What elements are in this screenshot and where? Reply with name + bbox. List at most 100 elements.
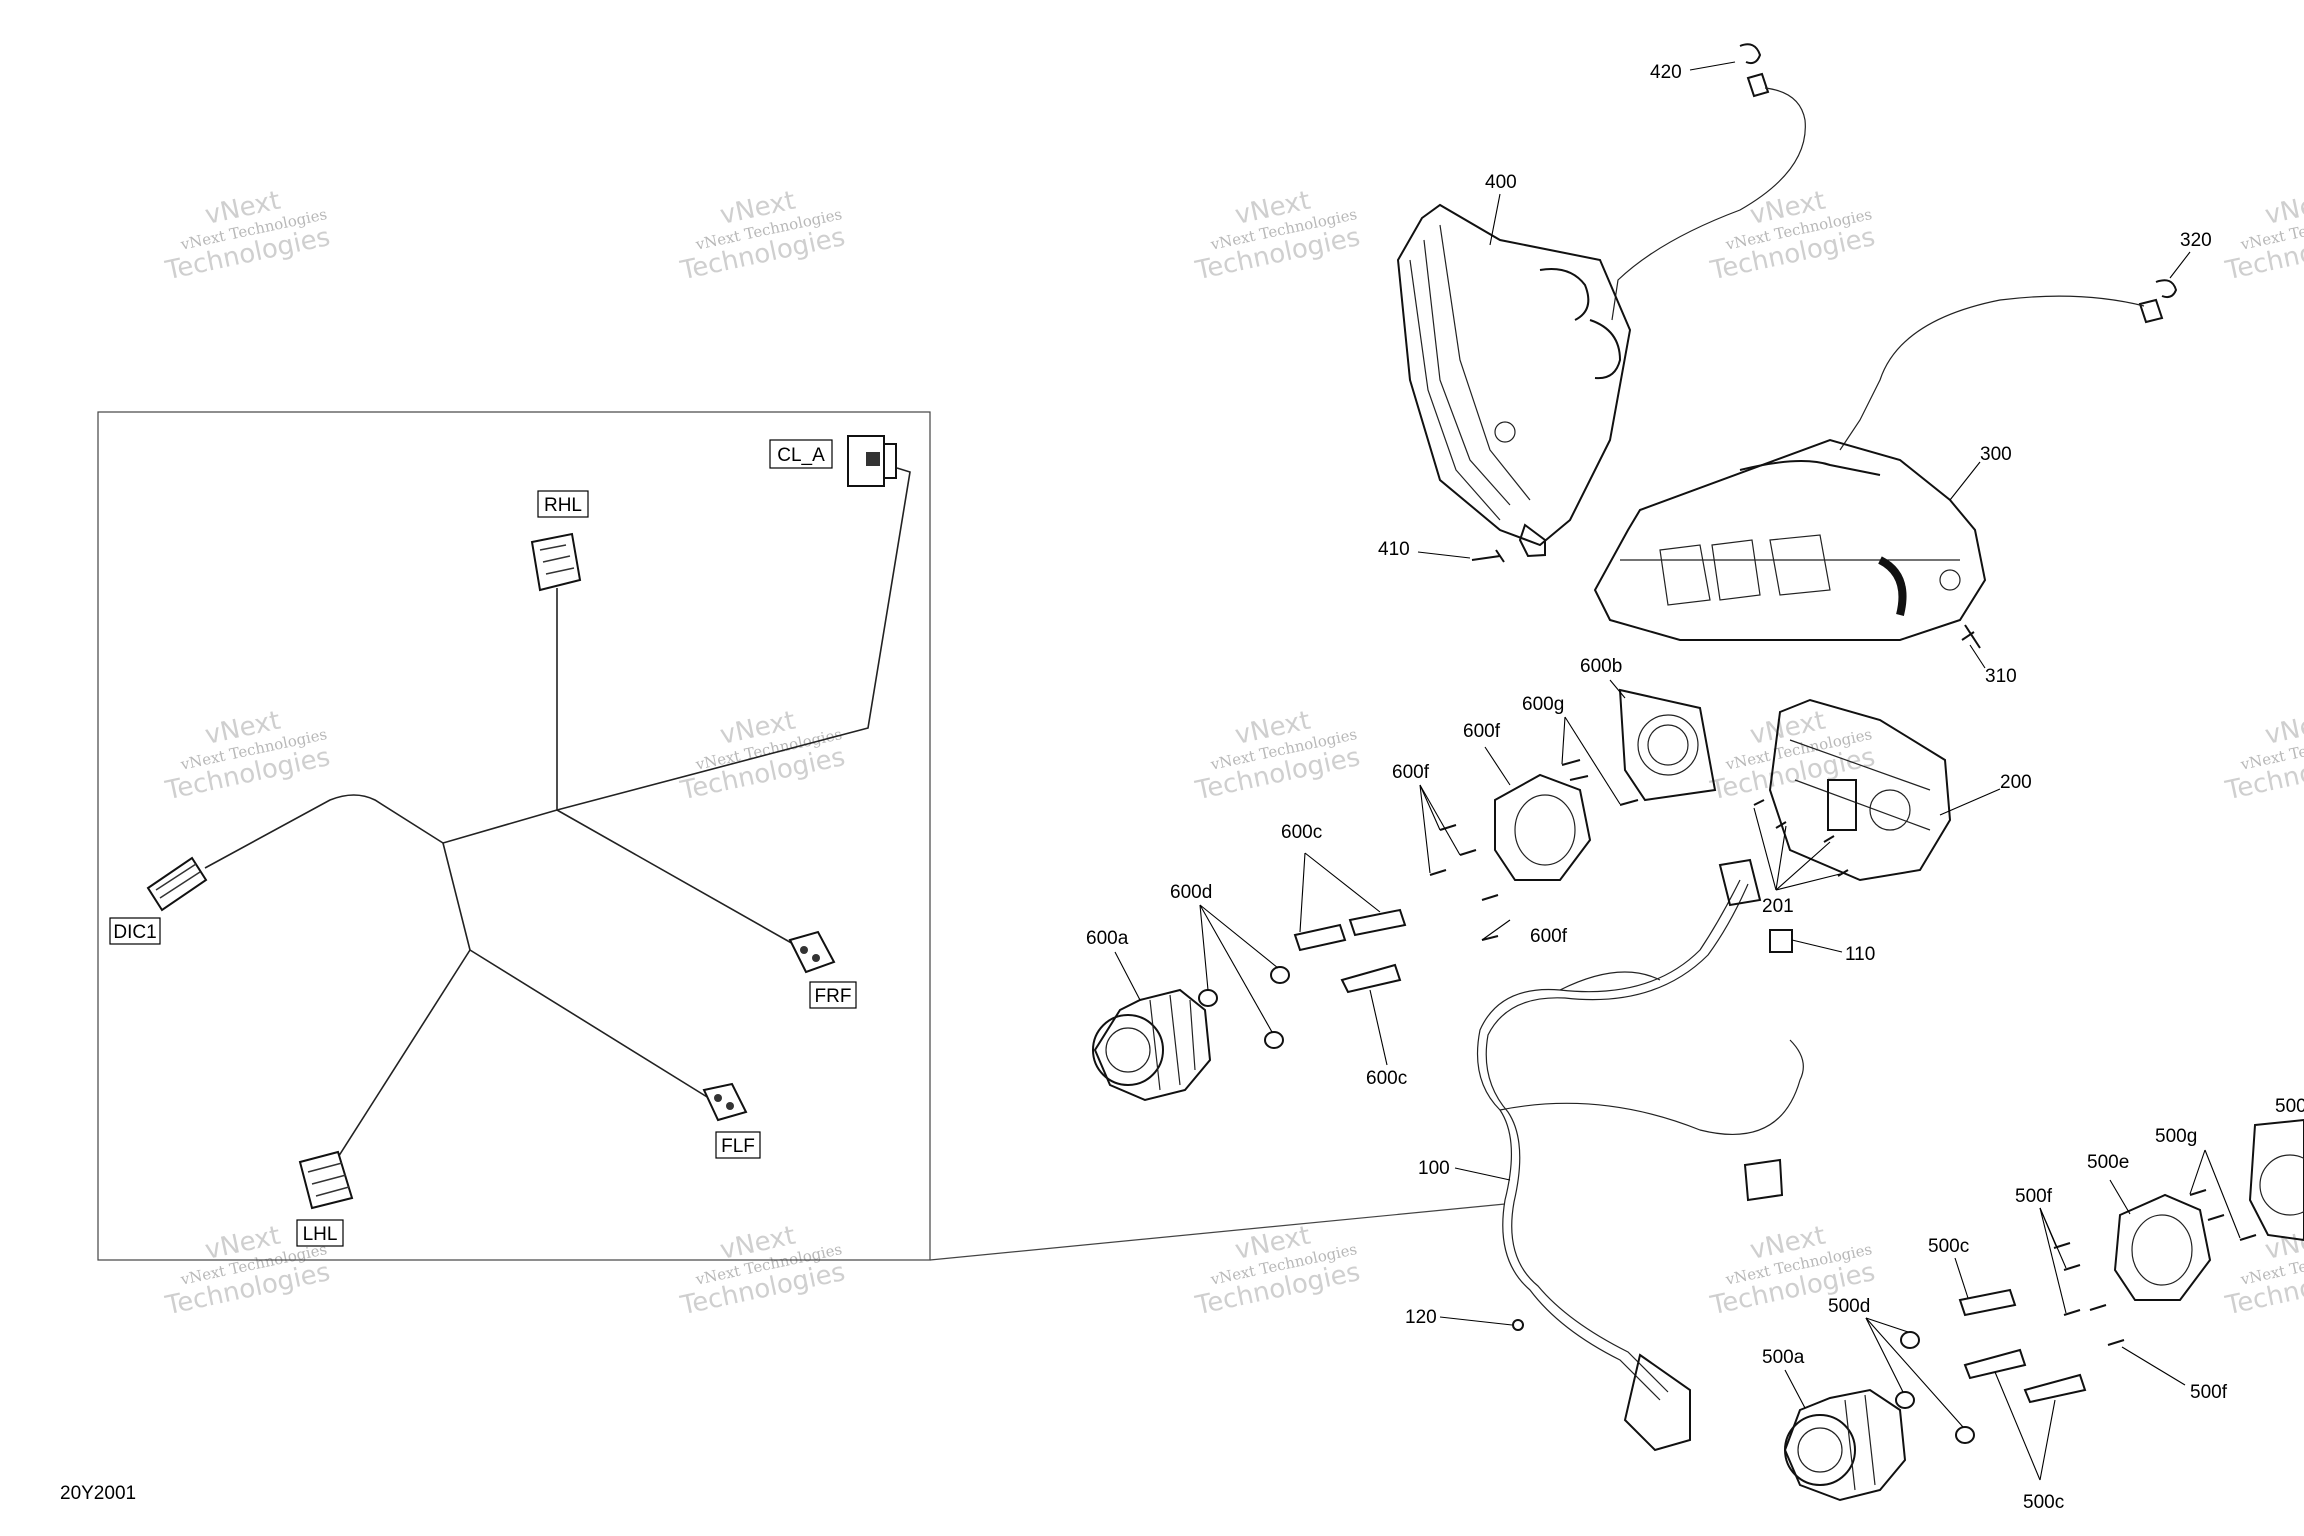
connector-dic1: DIC1 — [109, 856, 208, 945]
watermark: vNext vNext Technologies Technologies — [677, 706, 848, 807]
callouts: 420 400 320 300 410 310 600b 600g 600f 2… — [1086, 62, 2304, 1513]
callout-200: 200 — [2000, 772, 2032, 793]
part-600f-screws — [1429, 824, 1499, 941]
callout-500d: 500d — [1828, 1296, 1870, 1317]
callout-110: 110 — [1845, 944, 1875, 965]
callout-201: 201 — [1762, 896, 1794, 917]
part-310-screw — [1961, 624, 1981, 649]
part-500a-fog-lamp — [1783, 1388, 1907, 1502]
callout-500f-top: 500f — [2015, 1186, 2053, 1207]
callout-600a: 600a — [1086, 928, 1129, 949]
connector-label: RHL — [544, 495, 582, 516]
connector-label-box — [769, 439, 833, 469]
callout-420: 420 — [1650, 62, 1682, 83]
watermarks: vNext vNext Technologies Technologies vN… — [162, 186, 2304, 1322]
watermark: vNext vNext Technologies Technologies — [677, 186, 848, 287]
callout-600c-top: 600c — [1281, 822, 1322, 843]
part-500c-adjusters — [1958, 1288, 2087, 1404]
callout-500-edge: 500 — [2275, 1096, 2304, 1117]
part-120-clip — [1512, 1319, 1524, 1331]
inset-pointer-line — [929, 1203, 1506, 1261]
part-500d-grommets — [1895, 1331, 1975, 1444]
connector-body — [530, 532, 582, 592]
connector-label: LHL — [303, 1224, 338, 1245]
part-420-clip — [1739, 43, 1770, 98]
wire-lhl — [334, 949, 471, 1163]
part-600b-gasket — [1618, 688, 1717, 802]
connector-cl_a: CL_A — [769, 435, 897, 487]
part-200-module — [1768, 698, 1952, 882]
connector-label-box — [296, 1219, 344, 1247]
part-600a-fog-lamp — [1092, 988, 1212, 1102]
harness-inset: CL_A RHL DIC1 — [97, 411, 1506, 1261]
callout-600g: 600g — [1522, 694, 1564, 715]
callout-120: 120 — [1405, 1307, 1437, 1328]
drawing-id: 20Y2001 — [60, 1483, 137, 1504]
connector-body — [702, 1082, 748, 1122]
callout-320: 320 — [2180, 230, 2212, 251]
callout-400: 400 — [1485, 172, 1517, 193]
part-201-screws — [1753, 799, 1849, 877]
connector-label: FLF — [721, 1136, 755, 1157]
connector-body — [847, 435, 897, 487]
callout-300: 300 — [1980, 444, 2012, 465]
part-600c-adjusters — [1293, 908, 1407, 994]
connector-label-box — [715, 1131, 761, 1159]
part-110-relay — [1769, 929, 1793, 953]
leader-lines — [1114, 61, 2241, 1481]
callout-600f-mid: 600f — [1392, 762, 1430, 783]
watermark: vNext vNext Technologies Technologies — [162, 706, 333, 807]
connector-frf: FRF — [788, 930, 857, 1009]
part-500f-screws — [2053, 1242, 2125, 1346]
part-410-screw — [1471, 549, 1505, 563]
callout-500e: 500e — [2087, 1152, 2129, 1173]
connector-label-box — [809, 981, 857, 1009]
callout-500g: 500g — [2155, 1126, 2197, 1147]
callout-600f-low: 600f — [1530, 926, 1568, 947]
callout-600d: 600d — [1170, 882, 1212, 903]
connector-lhl: LHL — [296, 1150, 354, 1247]
part-600d-grommets — [1198, 966, 1290, 1049]
connector-label: DIC1 — [113, 922, 156, 943]
watermark: vNext vNext Technologies Technologies — [1192, 1221, 1363, 1322]
callout-500c-low: 500c — [2023, 1492, 2064, 1513]
wire-flf — [469, 949, 713, 1101]
watermark: vNext vNext Technologies Technologies — [677, 1221, 848, 1322]
wire-frf — [556, 809, 796, 946]
callout-500a: 500a — [1762, 1347, 1805, 1368]
wire-cl_a — [556, 467, 911, 811]
part-300-headlamp — [1593, 438, 1987, 641]
part-100-harness — [1476, 858, 1804, 1452]
watermark: vNext vNext Technologies Technologies — [1192, 186, 1363, 287]
callout-310: 310 — [1985, 666, 2017, 687]
watermark: vNext vNext Technologies Technologies — [1707, 706, 1878, 807]
inset-frame — [97, 411, 931, 1261]
part-600f-bracket — [1494, 773, 1592, 881]
connector-body — [788, 930, 836, 974]
part-500e-bracket — [2113, 1193, 2212, 1301]
connector-label-box — [109, 917, 161, 945]
watermark: vNext vNext Technologies Technologies — [2222, 186, 2304, 287]
callout-100: 100 — [1418, 1158, 1450, 1179]
part-500b-gasket-partial — [2248, 1118, 2304, 1242]
callout-600f-top: 600f — [1463, 721, 1501, 742]
callout-500f-low: 500f — [2190, 1382, 2228, 1403]
connector-body — [298, 1150, 354, 1210]
watermark: vNext vNext Technologies Technologies — [2222, 706, 2304, 807]
cable-300 — [1839, 295, 2145, 451]
callout-500c-top: 500c — [1928, 1236, 1969, 1257]
part-320-clip — [2138, 279, 2178, 324]
callout-600c-low: 600c — [1366, 1068, 1407, 1089]
watermark: vNext vNext Technologies Technologies — [2222, 1221, 2304, 1322]
connector-body — [146, 856, 208, 912]
wire-trunk — [442, 809, 558, 951]
watermark: vNext vNext Technologies Technologies — [1192, 706, 1363, 807]
connector-flf: FLF — [702, 1082, 761, 1159]
cable-400 — [1611, 87, 1806, 321]
connector-label: FRF — [815, 986, 852, 1007]
wire-dic1 — [204, 794, 444, 869]
connector-label-box — [537, 490, 589, 518]
part-500g-screws — [2189, 1189, 2257, 1241]
part-600g-screws — [1561, 759, 1639, 806]
